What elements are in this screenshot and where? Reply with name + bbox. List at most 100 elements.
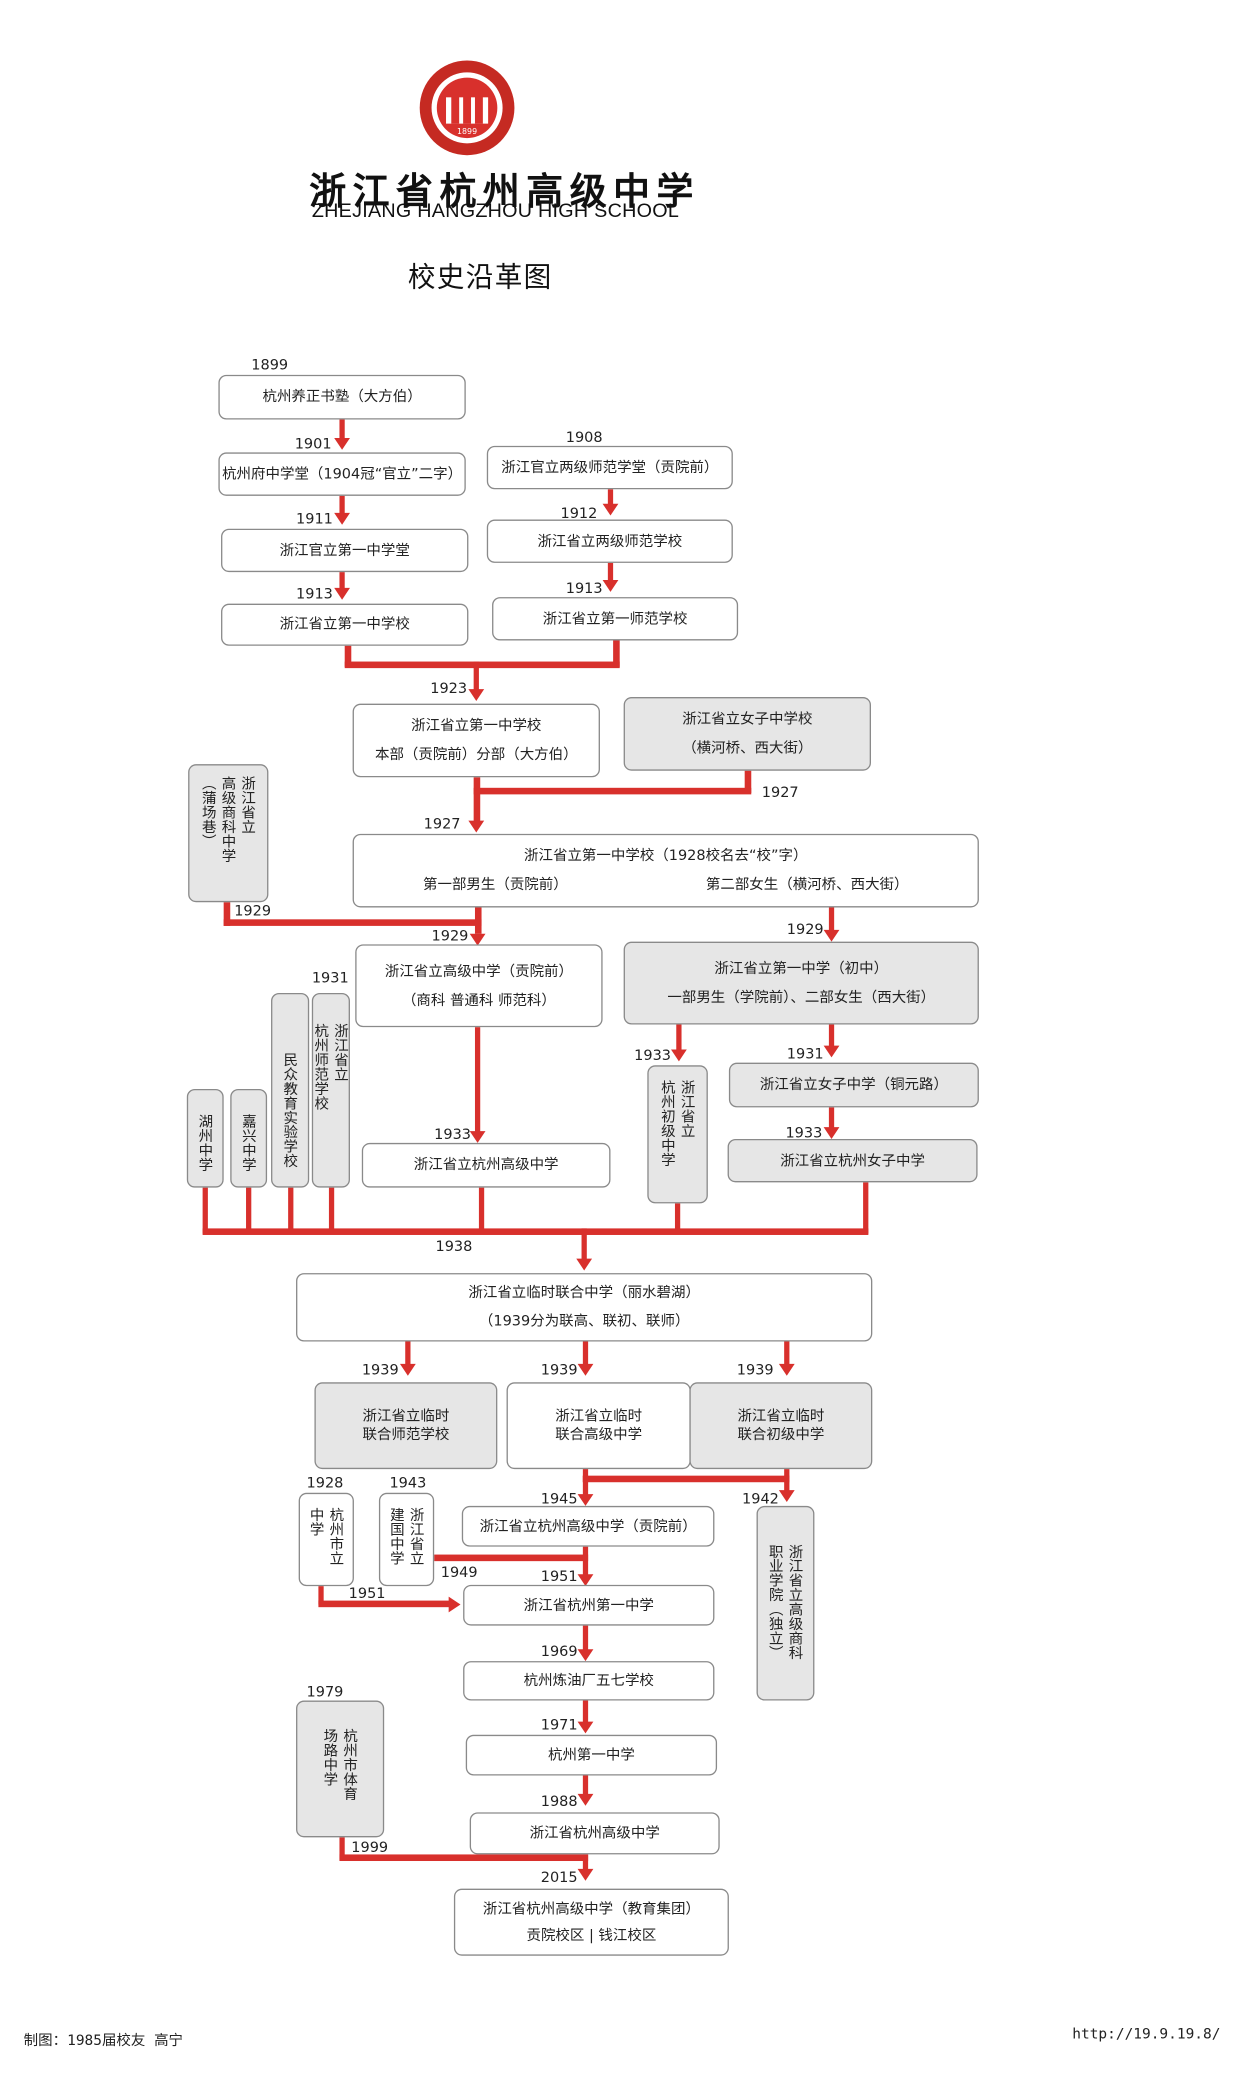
box-provincial-high-school-1929: 浙江省立高级中学（贡院前）（商科 普通科 师范科）: [355, 944, 603, 1028]
connector: [676, 1024, 682, 1051]
box-label: 浙江省立临时: [737, 1407, 825, 1425]
connector: [784, 1341, 790, 1366]
box-tiyuchang-road-school: 杭州市体育 场路中学: [296, 1700, 385, 1838]
connector: [582, 1341, 589, 1366]
year-label: 1933: [634, 1046, 672, 1064]
box-first-middle-school-junior: 浙江省立第一中学（初中） 一部男生（学院前）、二部女生（西大街）: [623, 941, 979, 1025]
box-joint-normal-school: 浙江省立临时联合师范学校: [314, 1382, 498, 1470]
connector: [582, 1775, 589, 1796]
connector-arrow: [334, 512, 350, 525]
connector: [202, 1187, 208, 1234]
box-first-normal-school: 浙江省立第一师范学校: [492, 597, 739, 641]
box-label: 浙江省立高级商科: [786, 1544, 804, 1660]
connector: [434, 1554, 589, 1562]
connector-arrow: [334, 587, 350, 600]
box-label: （横河桥、西大街）: [682, 739, 813, 757]
box-label: 浙江省立临时: [555, 1407, 643, 1425]
school-name-en: ZHEJIANG HANGZHOU HIGH SCHOOL: [311, 199, 680, 223]
box-label: 一部男生（学院前）、二部女生（西大街）: [667, 988, 936, 1006]
box-label: 杭州第一中学: [547, 1746, 635, 1764]
box-label: 浙江官立两级师范学堂（贡院前）: [501, 458, 719, 476]
connector: [582, 1469, 589, 1483]
connector: [581, 1228, 587, 1260]
year-label: 1899: [251, 356, 289, 374]
connector: [582, 1700, 589, 1723]
chart-title: 校史沿革图: [407, 261, 553, 294]
connector-arrow: [576, 1258, 593, 1271]
year-label: 1949: [440, 1563, 478, 1581]
connector-arrow: [448, 1596, 461, 1613]
year-label: 1938: [435, 1237, 473, 1255]
connector-arrow: [778, 1490, 795, 1502]
box-label: 联合高级中学: [555, 1425, 643, 1443]
logo-year: 1899: [457, 127, 477, 136]
connector: [473, 787, 752, 795]
connector: [582, 1625, 589, 1651]
connector: [223, 919, 482, 926]
box-hangzhou-high-school-1933: 浙江省立杭州高级中学: [361, 1142, 611, 1188]
box-girls-middle-school-1931: 浙江省立女子中学（铜元路）: [728, 1062, 979, 1108]
year-label: 1929: [786, 920, 824, 938]
connector-arrow: [823, 1045, 840, 1058]
year-label: 1939: [736, 1361, 774, 1379]
year-label: 1951: [540, 1567, 578, 1585]
connector: [328, 1187, 335, 1234]
box-label: 第二部女生（横河桥、西大街）: [705, 875, 909, 894]
connector-arrow: [334, 437, 350, 450]
box-label: 浙江省立第一师范学校: [542, 609, 688, 627]
connector: [202, 1228, 869, 1235]
box-label: 湖州中学: [196, 1113, 214, 1172]
connector: [607, 489, 614, 506]
box-label: 浙江省立杭州高级中学（贡院前）: [479, 1517, 697, 1535]
connector: [246, 1187, 252, 1234]
box-label: 浙江省立第一中学（初中）: [714, 959, 889, 977]
connector: [474, 907, 482, 934]
connector: [784, 1475, 790, 1492]
box-label: （蒲场巷）: [199, 775, 218, 849]
box-label: 杭州府中学堂（1904冠“官立”二字）: [222, 465, 463, 483]
box-jianguo-school: 浙江省立 建国中学: [378, 1492, 435, 1587]
box-label: 浙江省立第一中学校（1928校名去“校”字）: [524, 847, 808, 865]
box-label: 第一部男生（贡院前）: [422, 875, 568, 894]
connector: [478, 1187, 485, 1234]
connector: [863, 1182, 869, 1234]
box-label: （1939分为联高、联初、联师）: [478, 1312, 690, 1330]
connector-arrow: [577, 1574, 594, 1587]
box-girls-school: 浙江省立女子中学校（横河桥、西大街）: [623, 697, 871, 771]
box-label: 职业学院（独立）: [767, 1544, 785, 1660]
box-huzhou-school: 湖州中学: [186, 1088, 224, 1188]
year-label: 1999: [351, 1838, 389, 1856]
year-label: 1913: [565, 580, 603, 598]
school-logo-icon: 1899: [419, 60, 515, 156]
box-hangzhou-girls-school: 浙江省立杭州女子中学: [727, 1138, 978, 1183]
box-label: 浙江省立女子中学（铜元路）: [759, 1075, 948, 1094]
box-commerce-school: 浙江省立 高级商科中学 （蒲场巷）: [188, 764, 269, 903]
connector-arrow: [577, 1868, 594, 1881]
year-label: 1901: [294, 435, 332, 453]
box-normal-school-1912: 浙江省立两级师范学校: [486, 519, 733, 563]
box-label: 浙江省立第一中学校: [411, 717, 542, 735]
connector: [344, 661, 620, 669]
connector: [288, 1187, 294, 1234]
connector-arrow: [602, 503, 619, 516]
year-label: 1933: [434, 1125, 472, 1143]
year-label: 1951: [348, 1584, 386, 1602]
year-label: 1923: [430, 679, 468, 698]
connector: [582, 1475, 589, 1496]
box-hangzhou-high-school-1945: 浙江省立杭州高级中学（贡院前）: [461, 1505, 715, 1547]
connector: [318, 1586, 324, 1605]
year-label: 1971: [540, 1716, 578, 1734]
year-label: 1939: [361, 1361, 399, 1379]
box-yangzheng-academy: 杭州养正书塾（大方伯）: [218, 374, 466, 420]
box-label: 浙江省杭州高级中学: [529, 1824, 660, 1842]
connector: [344, 645, 352, 667]
box-hangzhou-high-school-1988: 浙江省杭州高级中学: [469, 1812, 720, 1855]
year-label: 1979: [306, 1683, 344, 1701]
year-label: 1939: [540, 1361, 578, 1379]
connector: [582, 1854, 589, 1871]
connector: [744, 770, 752, 794]
connector-arrow: [469, 933, 486, 946]
year-label: 1942: [742, 1490, 779, 1508]
connector: [318, 1600, 450, 1608]
